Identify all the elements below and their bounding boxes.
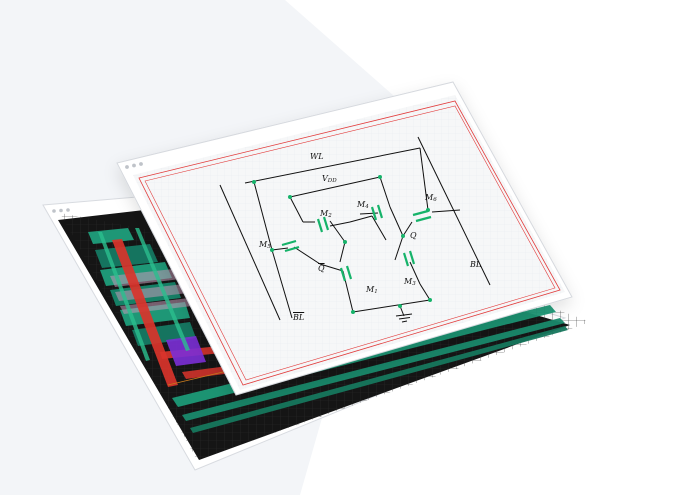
transistor-m3	[402, 250, 416, 267]
schematic-wires	[219, 136, 491, 323]
transistor-m6	[412, 209, 432, 223]
window-dot-2	[132, 163, 136, 168]
label-m4: M4	[357, 200, 369, 210]
label-m1: M1	[366, 285, 378, 295]
label-m6: M6	[425, 193, 437, 203]
window-dot-2	[59, 208, 63, 213]
label-q: Q	[410, 231, 417, 240]
window-dot-3	[66, 208, 70, 212]
label-vdd: VDD	[322, 174, 337, 184]
window-dot-3	[139, 162, 143, 166]
label-m5: M5	[259, 240, 271, 250]
label-bl: BL	[470, 260, 482, 269]
schematic-junctions	[252, 175, 432, 314]
schematic-border-inner	[144, 105, 556, 381]
transistor-m4	[370, 204, 384, 221]
layout-metal-red	[112, 239, 178, 387]
label-qbar: Q	[318, 264, 325, 273]
window-dot-1	[125, 165, 129, 169]
schematic-transistors	[281, 204, 432, 282]
label-wl: WL	[310, 152, 324, 161]
transistor-m5	[281, 239, 300, 253]
transistor-m1	[339, 265, 353, 282]
label-blbar: BL	[293, 313, 305, 322]
transistor-m2	[316, 216, 330, 233]
window-dot-1	[52, 209, 56, 213]
label-m2: M2	[320, 209, 332, 219]
label-m3: M3	[404, 277, 416, 287]
schematic-border-outer	[138, 100, 561, 386]
